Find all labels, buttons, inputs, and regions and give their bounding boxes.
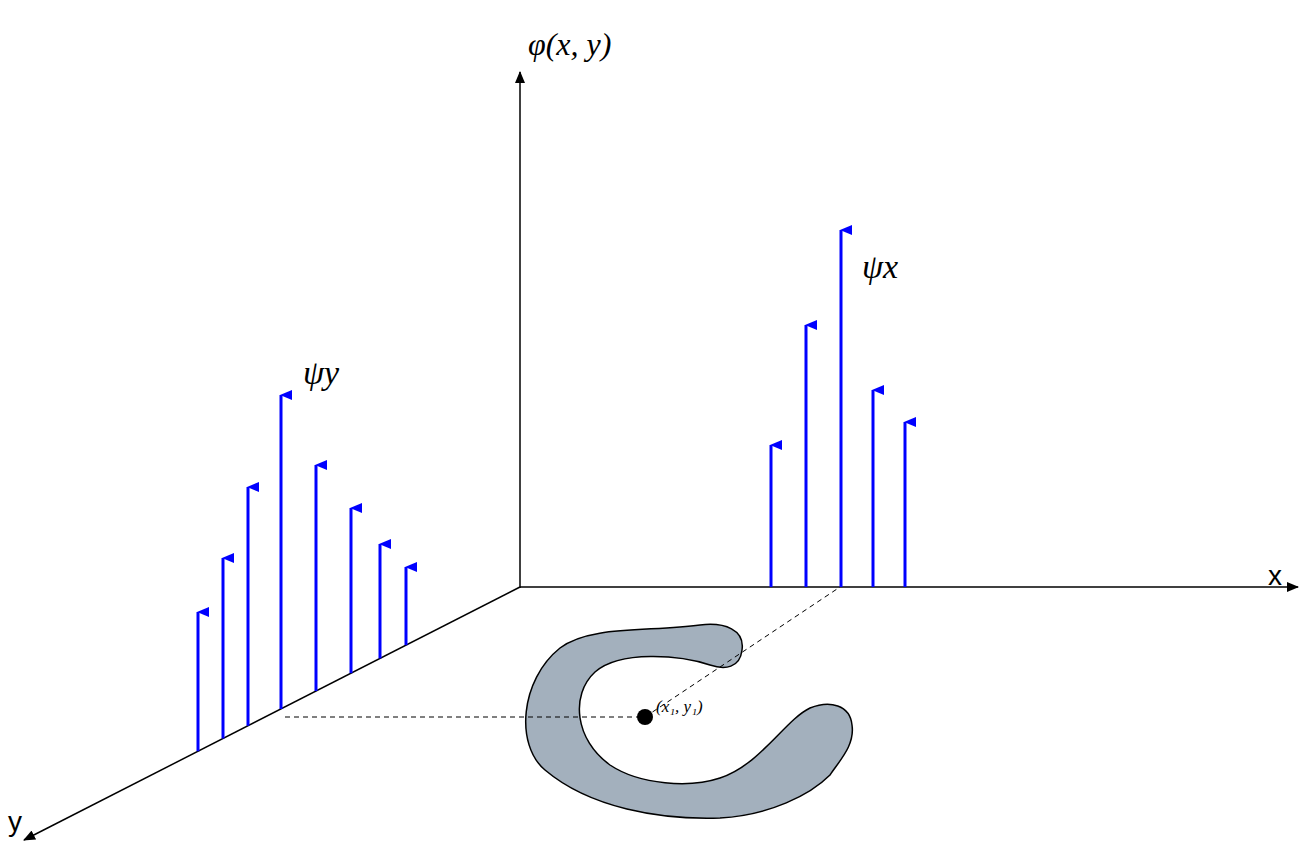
- projection-stem: [197, 612, 200, 751]
- axis-label: φ(x, y): [528, 28, 611, 60]
- x-axis: [520, 586, 1298, 588]
- projection-stem: [247, 487, 250, 726]
- projection-stem: [904, 422, 907, 587]
- phi-axis: [519, 72, 521, 588]
- projection-stems: [198, 230, 905, 751]
- projection-stem: [770, 445, 773, 587]
- projection-stem: [872, 390, 875, 587]
- axis-label: y: [8, 808, 22, 836]
- c-shaped-object: [526, 624, 853, 818]
- projection-stem: [315, 465, 318, 691]
- dashed-projection: [285, 717, 645, 718]
- projection-stem: [280, 395, 283, 709]
- y-axis: [24, 587, 520, 840]
- centroid-dot: [637, 709, 653, 725]
- projection-stem: [379, 544, 382, 658]
- projection-stem: [840, 230, 843, 587]
- dashed-projection: [645, 587, 840, 717]
- projection-label: ψx: [862, 250, 898, 284]
- projection-stem: [350, 508, 353, 673]
- projection-stem: [405, 567, 408, 645]
- point-label: (x₁, y₁): [656, 698, 703, 715]
- axis-label: x: [1268, 562, 1282, 590]
- projection-label: ψy: [303, 356, 339, 390]
- projection-stem: [805, 325, 808, 587]
- projection-stem: [222, 558, 225, 738]
